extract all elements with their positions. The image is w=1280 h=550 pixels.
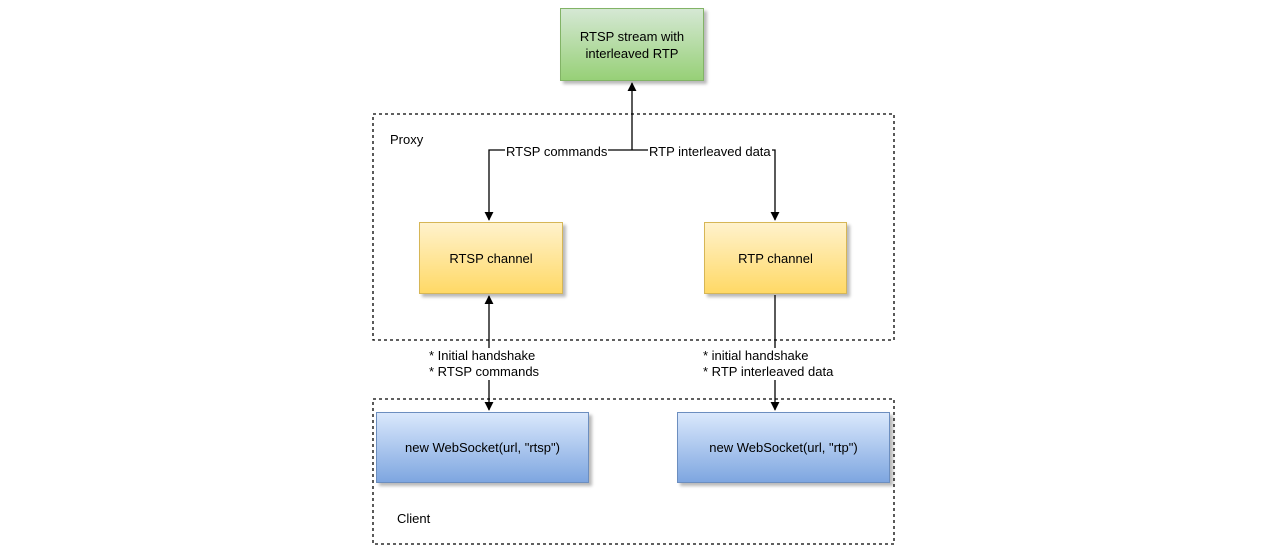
- rtp-link-line2: * RTP interleaved data: [703, 364, 834, 379]
- rtp-interleaved-data-label: RTP interleaved data: [648, 144, 772, 160]
- client-group-border: [372, 398, 895, 545]
- proxy-group-border: [372, 113, 895, 341]
- rtp-link-label: * initial handshake * RTP interleaved da…: [701, 348, 836, 380]
- rtsp-commands-label: RTSP commands: [505, 144, 609, 160]
- rtsp-source-node: RTSP stream with interleaved RTP: [560, 8, 704, 81]
- rtsp-commands-connector: [484, 149, 632, 221]
- websocket-rtp-node: new WebSocket(url, "rtp"): [677, 412, 890, 483]
- websocket-rtsp-label: new WebSocket(url, "rtsp"): [405, 440, 560, 455]
- rtsp-source-line2: interleaved RTP: [585, 45, 679, 61]
- rtp-link-line1: * initial handshake: [703, 348, 809, 363]
- rtsp-link-label: * Initial handshake * RTSP commands: [427, 348, 542, 380]
- websocket-rtsp-node: new WebSocket(url, "rtsp"): [376, 412, 589, 483]
- rtsp-source-line1: RTSP stream with: [579, 28, 685, 44]
- rtsp-channel-node: RTSP channel: [419, 222, 563, 294]
- rtsp-link-line2: * RTSP commands: [429, 364, 540, 379]
- client-group-label: Client: [397, 511, 431, 526]
- proxy-group-label: Proxy: [390, 132, 424, 147]
- rtsp-link-line1: * Initial handshake: [429, 348, 536, 363]
- websocket-rtp-label: new WebSocket(url, "rtp"): [709, 440, 858, 455]
- rtp-channel-node: RTP channel: [704, 222, 847, 294]
- rtp-data-connector: [632, 149, 780, 221]
- rtsp-channel-label: RTSP channel: [449, 250, 533, 266]
- rtp-channel-label: RTP channel: [738, 250, 813, 266]
